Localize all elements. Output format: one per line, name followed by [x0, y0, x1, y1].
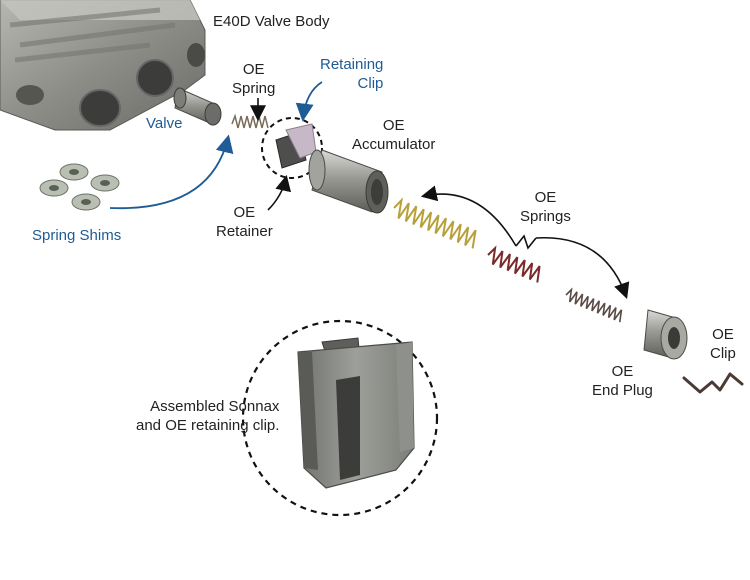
arrow-springs-zigzag: [515, 234, 537, 250]
arrow-retainer: [267, 174, 292, 211]
arrow-spring-shims: [109, 134, 234, 210]
assembled-clip-detail: [241, 319, 439, 517]
label-oe-spring-line1: OE: [242, 61, 265, 78]
arrow-retaining-clip: [295, 81, 323, 122]
label-oe-end-plug-line1: OE: [611, 363, 634, 380]
label-oe-retainer-line2: Retainer: [216, 223, 273, 240]
label-retaining-clip-line1: Retaining: [320, 56, 384, 73]
label-assembled-caption: Assembled Sonnax and OE retaining clip.: [136, 397, 279, 435]
label-assembled-caption-line2: and OE retaining clip.: [136, 417, 280, 434]
label-oe-springs-line1: OE: [534, 189, 557, 206]
label-oe-springs: OE Springs: [520, 188, 571, 226]
arrow-springs-left: [420, 185, 517, 247]
label-oe-clip: OE Clip: [710, 325, 736, 363]
oe-spring: [231, 113, 269, 129]
diagram-title: E40D Valve Body: [213, 13, 330, 30]
label-retaining-clip-line2: Clip: [357, 75, 384, 92]
label-oe-spring: OE Spring: [232, 60, 275, 98]
label-valve: Valve: [146, 115, 183, 132]
valve: [173, 87, 222, 126]
label-oe-spring-line2: Spring: [232, 80, 276, 97]
label-oe-accumulator-line1: OE: [382, 117, 405, 134]
oe-accumulator: [308, 149, 389, 214]
label-oe-retainer: OE Retainer: [216, 203, 273, 241]
oe-springs: [393, 197, 623, 323]
oe-clip: [682, 372, 744, 394]
oe-end-plug: [643, 309, 688, 360]
label-oe-accumulator: OE Accumulator: [352, 116, 435, 154]
label-spring-shims: Spring Shims: [32, 227, 122, 244]
arrow-springs-right: [535, 236, 630, 300]
label-oe-retainer-line1: OE: [233, 204, 256, 221]
label-assembled-caption-line1: Assembled Sonnax: [150, 398, 280, 415]
label-retaining-clip: Retaining Clip: [320, 55, 383, 93]
label-oe-clip-line2: Clip: [710, 345, 736, 362]
label-oe-clip-line1: OE: [712, 326, 734, 343]
label-oe-accumulator-line2: Accumulator: [352, 136, 436, 153]
valve-body-casting: [0, 0, 206, 131]
label-oe-springs-line2: Springs: [520, 208, 571, 225]
spring-shims: [39, 163, 120, 211]
label-oe-end-plug: OE End Plug: [592, 362, 653, 400]
label-oe-end-plug-line2: End Plug: [592, 382, 653, 399]
